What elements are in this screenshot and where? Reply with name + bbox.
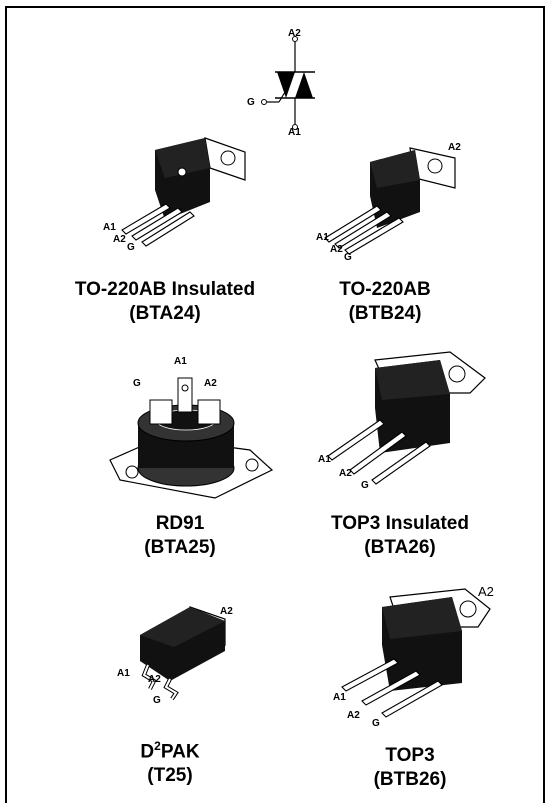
- d2pak-pin-a1: A1: [117, 668, 130, 679]
- top3-insulated-pin-a1: A1: [318, 454, 331, 465]
- top3-package-icon: [341, 588, 491, 718]
- part-number: (BTB26): [373, 769, 447, 790]
- package-name: D2PAK: [110, 734, 230, 764]
- to220ab-insulated-caption: TO-220AB Insulated (BTA24): [40, 278, 290, 326]
- to220ab-insulated-pin-g: G: [127, 242, 135, 253]
- rd91-pin-a2: A2: [204, 378, 217, 389]
- part-number: (BTB24): [348, 303, 422, 324]
- package-name: TOP3: [385, 745, 435, 766]
- top3-caption: TOP3 (BTB26): [340, 744, 480, 792]
- d2pak-pin-g: G: [153, 695, 161, 706]
- top3-insulated-caption: TOP3 Insulated (BTA26): [300, 512, 500, 560]
- package-name: TO-220AB Insulated: [74, 279, 256, 300]
- part-number: (BTA26): [364, 537, 436, 558]
- to220ab-insulated-pin-a2: A2: [113, 234, 126, 245]
- top3-insulated-package-icon: [327, 351, 486, 485]
- to220ab-insulated-package-icon: [121, 137, 246, 247]
- package-name: TO-220AB: [339, 279, 431, 300]
- symbol-pin-a2: A2: [288, 28, 301, 39]
- to220ab-pin-a2-tab: A2: [448, 142, 461, 153]
- rd91-pin-a1: A1: [174, 356, 187, 367]
- d2pak-pin-a2: A2: [148, 674, 161, 685]
- d2pak-package-icon: [140, 606, 226, 701]
- part-number: (BTA24): [129, 303, 201, 324]
- top3-pin-a2-tab: A2: [478, 584, 494, 599]
- d2pak-name-prefix: D: [140, 741, 155, 763]
- part-number: (BTA25): [144, 537, 216, 558]
- symbol-pin-g: G: [247, 97, 255, 108]
- figure-frame: [5, 6, 545, 803]
- top3-pin-a2: A2: [347, 710, 360, 721]
- top3-pin-g: G: [372, 718, 380, 729]
- package-name: TOP3 Insulated: [331, 513, 469, 534]
- rd91-caption: RD91 (BTA25): [100, 512, 260, 560]
- to220ab-pin-g: G: [344, 252, 352, 263]
- package-name: RD91: [155, 513, 205, 534]
- to220ab-insulated-pin-a1: A1: [103, 222, 116, 233]
- rd91-package-icon: [109, 377, 274, 499]
- symbol-pin-a1: A1: [288, 127, 301, 138]
- to220ab-package-icon: [324, 147, 456, 255]
- top3-pin-a1: A1: [333, 692, 346, 703]
- to220ab-pin-a2: A2: [330, 244, 343, 255]
- top3-insulated-pin-a2: A2: [339, 468, 352, 479]
- to220ab-caption: TO-220AB (BTB24): [300, 278, 470, 326]
- to220ab-pin-a1: A1: [316, 232, 329, 243]
- rd91-pin-g: G: [133, 378, 141, 389]
- part-number: (T25): [147, 765, 193, 787]
- d2pak-name-suffix: PAK: [160, 741, 200, 763]
- triac-symbol-icon: [261, 36, 315, 130]
- d2pak-pin-a2-tab: A2: [220, 606, 233, 617]
- d2pak-caption: D2PAK (T25): [110, 734, 230, 788]
- top3-insulated-pin-g: G: [361, 480, 369, 491]
- d2pak-name-sup: 2: [154, 739, 161, 753]
